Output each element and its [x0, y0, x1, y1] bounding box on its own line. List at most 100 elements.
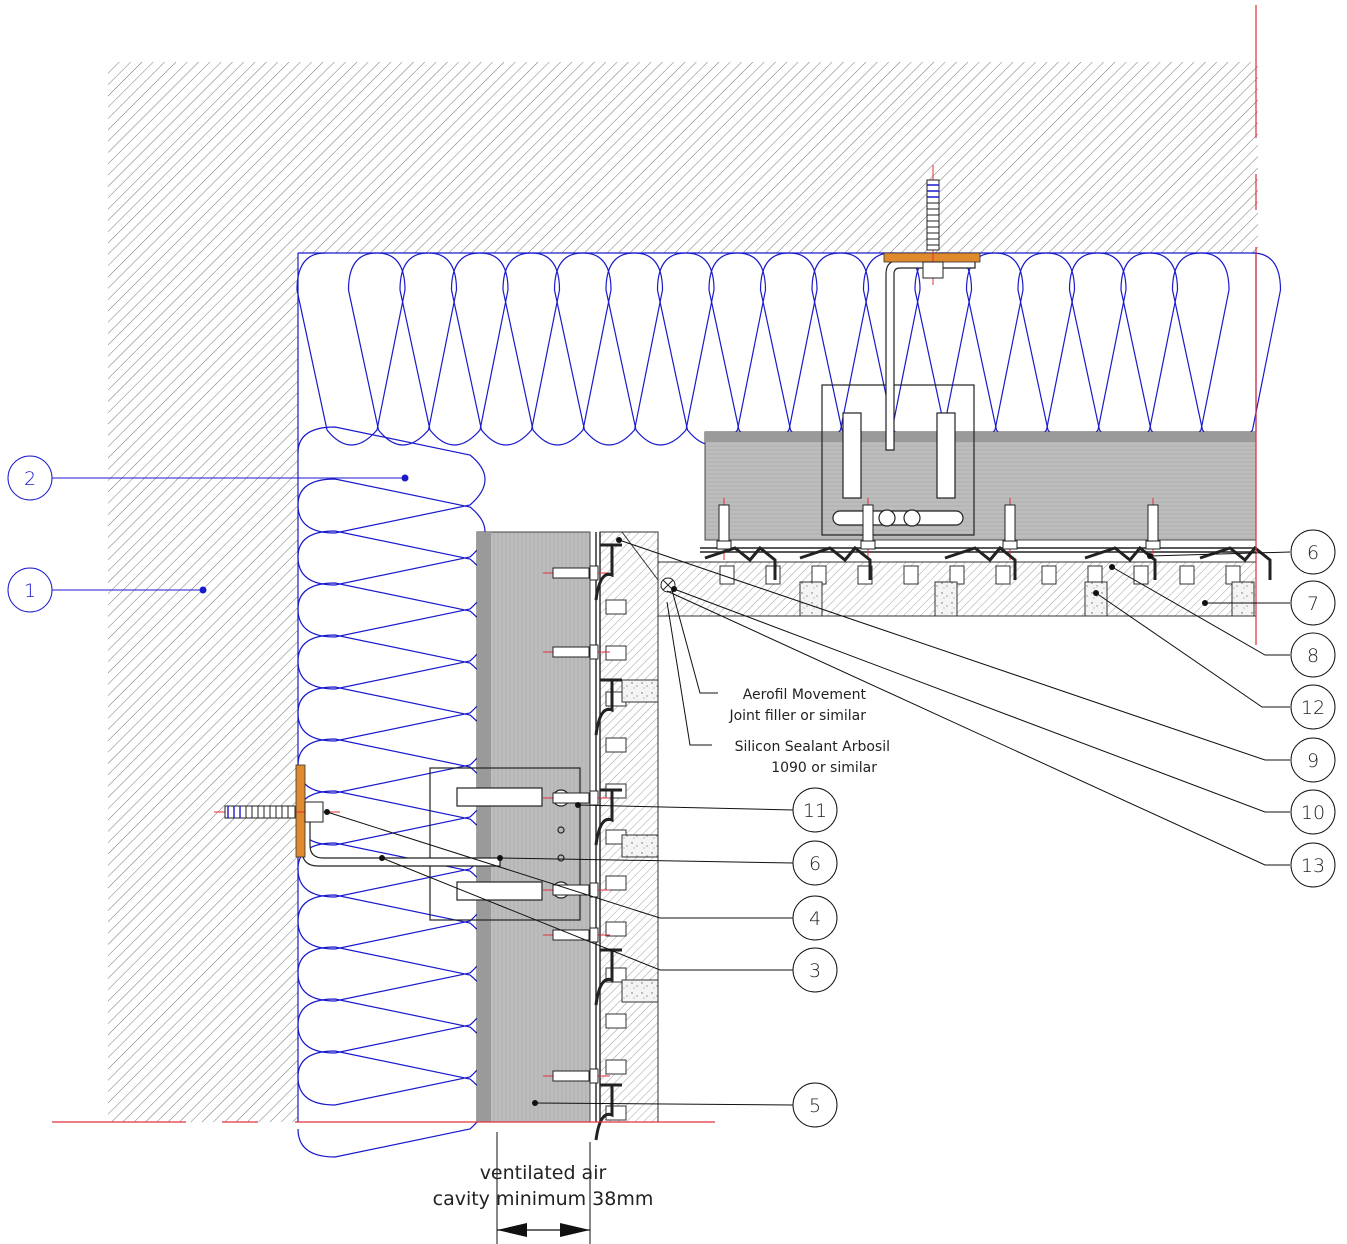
horizontal-clip: [1199, 545, 1272, 580]
callout-2: 2: [7, 455, 53, 501]
vertical-clip: [594, 788, 622, 846]
panel-groove: [605, 645, 627, 661]
note-aerofil-line1: Aerofil Movement: [743, 687, 867, 703]
dimension-line2: cavity minimum 38mm: [433, 1188, 654, 1210]
leader-lines-black: [326, 539, 1291, 1106]
insulation: [296, 252, 1282, 1158]
panel-groove: [949, 565, 965, 585]
horizontal-clip: [1084, 545, 1157, 580]
insulation-loop: [656, 252, 767, 446]
callout-5-label: 5: [809, 1095, 821, 1117]
insulation-loop: [296, 252, 406, 446]
panel-joint: [934, 581, 958, 617]
callout-6-lower: 6: [792, 840, 838, 886]
panel-groove: [811, 565, 827, 585]
screw-shank: [1004, 504, 1016, 542]
panel-groove: [765, 565, 781, 585]
insulation-loop: [399, 252, 509, 446]
insulation-loop: [1017, 252, 1127, 446]
insulation-loop: [708, 252, 818, 446]
note-aerofil: Aerofil Movement Joint filler or similar: [728, 687, 866, 724]
callout-6-upper-label: 6: [1307, 542, 1319, 564]
horizontal-clip: [704, 545, 777, 580]
screw-shank: [552, 792, 590, 804]
insulation-loop: [347, 252, 458, 446]
screw-shank: [552, 646, 590, 658]
note-silicon-line2: 1090 or similar: [771, 760, 877, 776]
screw-head: [589, 565, 599, 581]
vertical-clip: [594, 543, 622, 601]
vertical-clip: [594, 678, 622, 736]
panel-joint: [1084, 581, 1108, 617]
callout-10-label: 10: [1301, 802, 1325, 824]
screw-head: [589, 882, 599, 898]
insulation-loop: [811, 252, 921, 446]
panel-groove: [605, 737, 627, 753]
panel-joint: [621, 679, 659, 703]
callout-2-label: 2: [24, 468, 36, 490]
callout-12-label: 12: [1301, 697, 1325, 719]
screw-shank: [552, 929, 590, 941]
callout-11: 11: [792, 787, 838, 833]
callout-13: 13: [1290, 842, 1336, 888]
screw-shank: [862, 504, 874, 542]
insulation-loop: [450, 252, 561, 446]
panel-groove: [903, 565, 919, 585]
callout-8-label: 8: [1307, 645, 1319, 667]
note-silicon: Silicon Sealant Arbosil 1090 or similar: [735, 739, 890, 776]
insulation-loop: [553, 252, 664, 446]
callout-9: 9: [1290, 737, 1336, 783]
callout-11-label: 11: [803, 800, 827, 822]
panel-groove: [1087, 565, 1103, 585]
screw-head: [589, 644, 599, 660]
callout-1: 1: [7, 567, 53, 613]
callout-6-upper: 6: [1290, 529, 1336, 575]
panel-joint: [799, 581, 823, 617]
vertical-clip: [594, 1083, 622, 1141]
note-aerofil-line2: Joint filler or similar: [728, 708, 866, 724]
callout-4-label: 4: [809, 908, 821, 930]
centerlines: [52, 5, 1257, 1123]
insulation-loop: [914, 252, 1024, 446]
bracket-ceiling-side: [821, 259, 976, 536]
vertical-panel-body: [599, 531, 659, 1123]
anchor-screw-wall: [214, 801, 340, 823]
screw-shank: [552, 1070, 590, 1082]
cavity-dimension: ventilated air cavity minimum 38mm: [433, 1132, 654, 1244]
callout-10: 10: [1290, 789, 1336, 835]
panel-groove: [719, 565, 735, 585]
insulation-loop: [502, 252, 612, 446]
callout-12: 12: [1290, 684, 1336, 730]
callout-13-label: 13: [1301, 855, 1325, 877]
panel-groove: [605, 875, 627, 891]
panel-groove: [1225, 565, 1241, 585]
leader-dots: [199, 474, 1208, 1106]
screw-shank: [718, 504, 730, 542]
panel-groove: [1041, 565, 1057, 585]
panel-groove: [605, 599, 627, 615]
screw-head: [1002, 540, 1018, 550]
note-silicon-line1: Silicon Sealant Arbosil: [735, 739, 890, 755]
screw-head: [589, 927, 599, 943]
screw-head: [860, 540, 876, 550]
rivets: [543, 498, 1161, 1084]
panel-groove: [605, 921, 627, 937]
callout-3: 3: [792, 947, 838, 993]
insulation-loop: [965, 252, 1076, 446]
panel-joint: [1231, 581, 1255, 617]
screw-head: [716, 540, 732, 550]
dimension-line1: ventilated air: [480, 1162, 607, 1184]
callout-1-label: 1: [24, 580, 36, 602]
callout-8: 8: [1290, 632, 1336, 678]
screw-head: [1145, 540, 1161, 550]
screw-head: [589, 1068, 599, 1084]
screw-head: [589, 790, 599, 806]
substrate-wall: [108, 62, 1258, 1122]
horizontal-cladding-board: [704, 431, 1257, 541]
insulation-loop: [605, 252, 715, 446]
horizontal-clip: [799, 545, 872, 580]
screw-shank: [552, 567, 590, 579]
insulation-loop: [1120, 252, 1230, 446]
insulation-loop: [297, 426, 486, 534]
panel-groove: [605, 1059, 627, 1075]
